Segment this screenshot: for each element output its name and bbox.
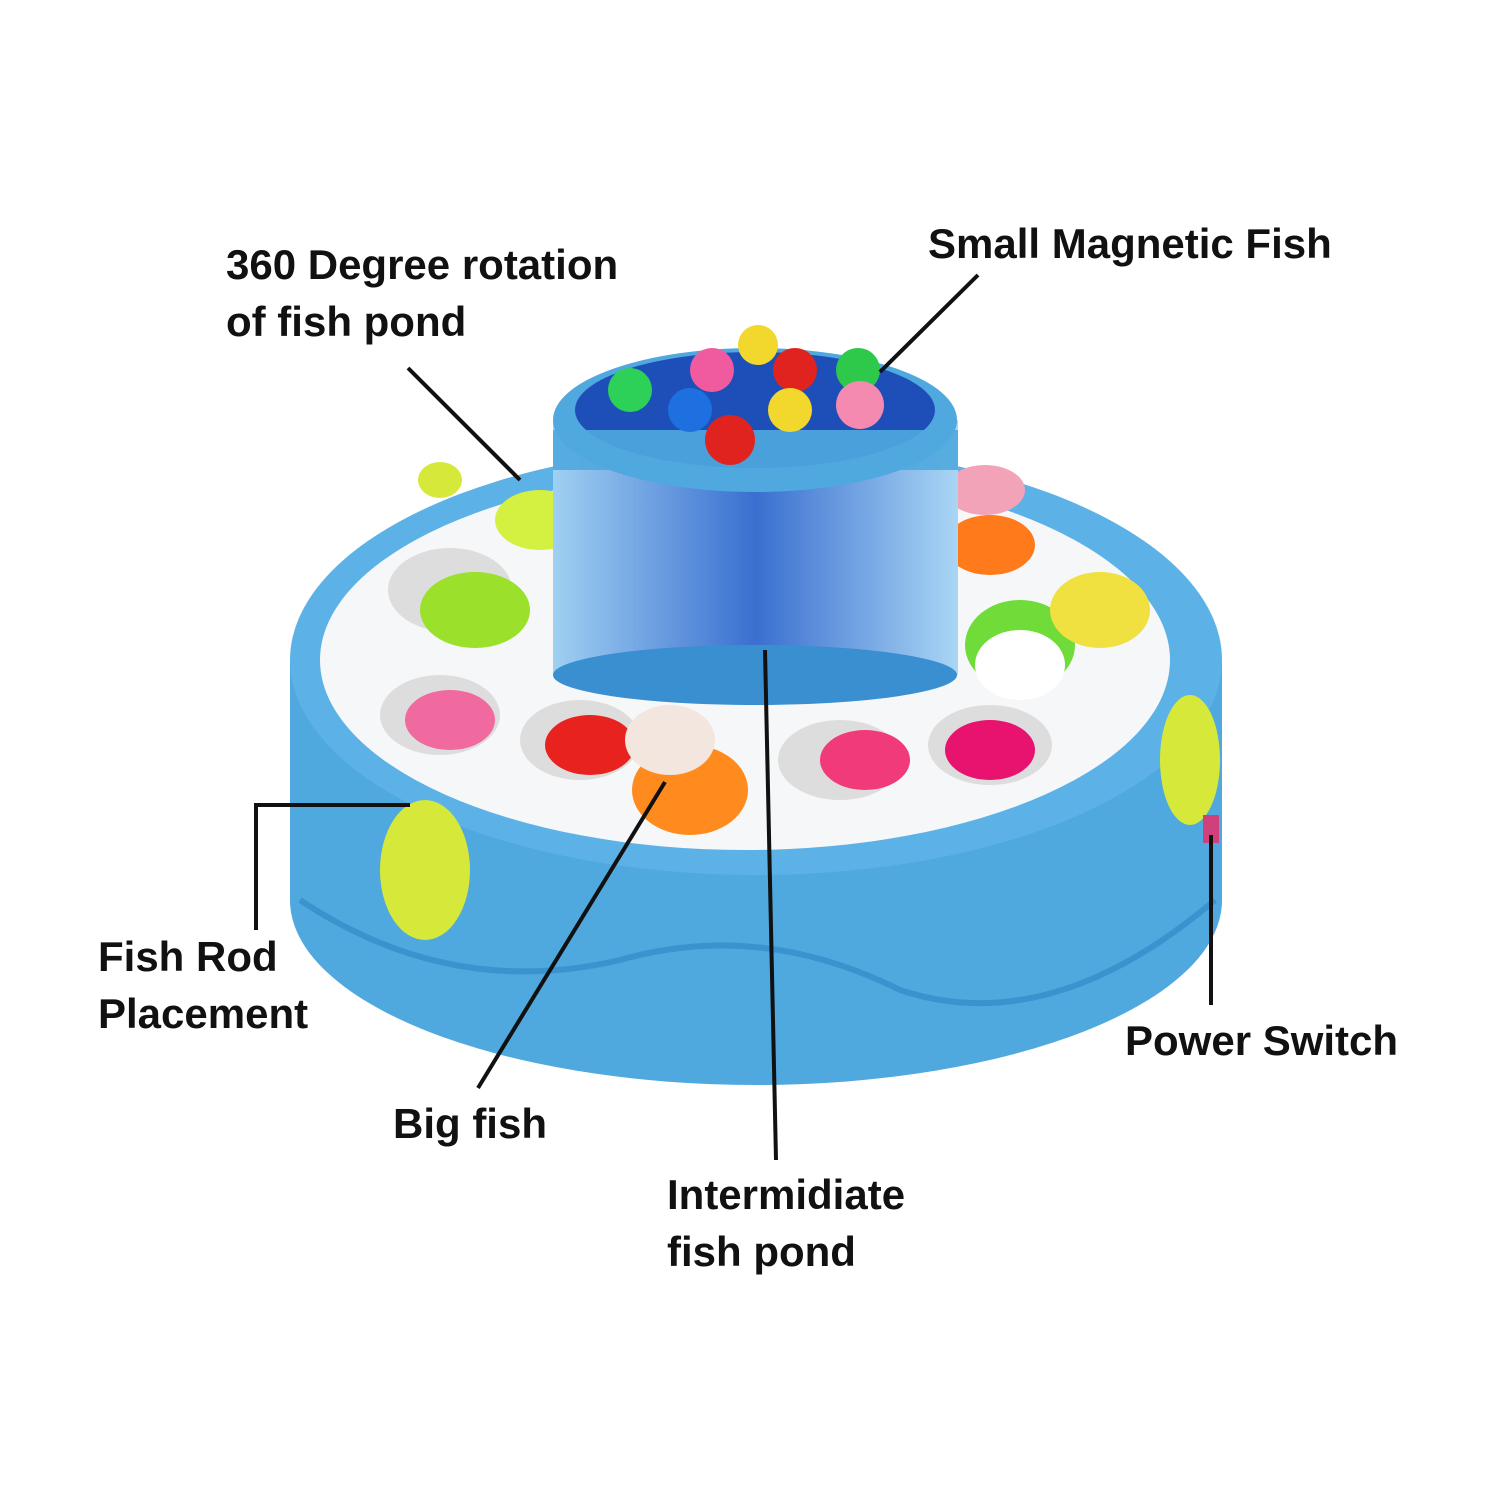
label-small-fish: Small Magnetic Fish xyxy=(928,220,1332,267)
rod-holder-left xyxy=(380,800,470,940)
power-switch xyxy=(1203,815,1219,843)
label-power-switch: Power Switch xyxy=(1125,1017,1399,1064)
label-rod-line2: Placement xyxy=(98,990,309,1037)
rod-holder-right xyxy=(1160,695,1220,825)
leader-small-fish xyxy=(878,273,980,374)
label-rotation: 360 Degree rotation of fish pond xyxy=(226,236,618,350)
leader-lines xyxy=(254,273,1213,1161)
label-rod-line1: Fish Rod xyxy=(98,933,278,980)
leader-rotation xyxy=(406,366,522,482)
label-pond: Intermidiate fish pond xyxy=(667,1166,905,1280)
label-pond-line2: fish pond xyxy=(667,1228,856,1275)
leader-pond xyxy=(763,649,778,1161)
label-rod: Fish Rod Placement xyxy=(98,928,308,1042)
label-big-fish: Big fish xyxy=(393,1100,547,1147)
intermediate-pond-cylinder xyxy=(553,348,958,705)
small-magnetic-fish xyxy=(608,325,884,465)
label-rotation-line2: of fish pond xyxy=(226,298,467,345)
leader-rod xyxy=(254,803,410,930)
label-rotation-line1: 360 Degree rotation xyxy=(226,241,619,288)
leader-big-fish xyxy=(476,780,667,1090)
rod-holder-back xyxy=(418,462,462,498)
label-pond-line1: Intermidiate xyxy=(667,1171,906,1218)
